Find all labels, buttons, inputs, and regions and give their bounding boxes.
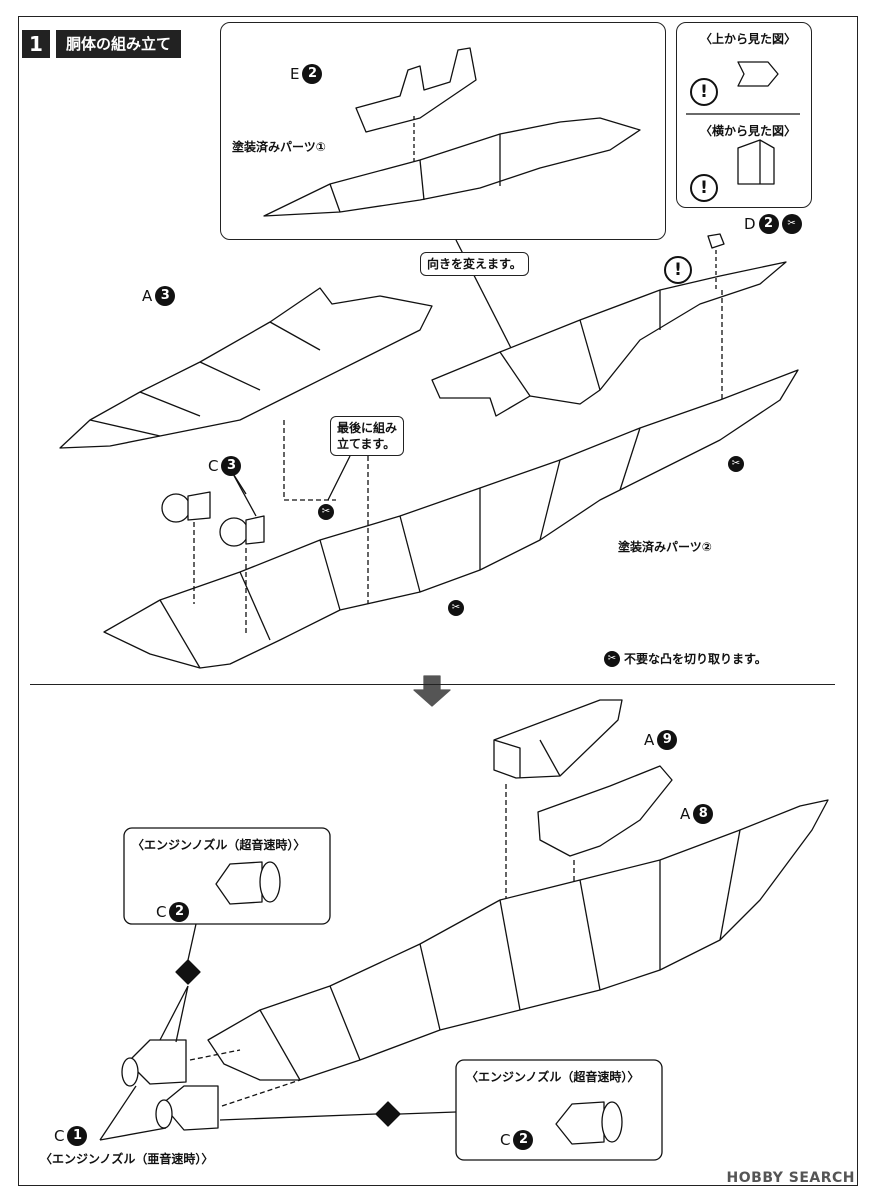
knife-icon: ✂ — [781, 214, 802, 234]
nozzle-supersonic-title-top: 〈エンジンノズル（超音速時）〉 — [132, 838, 306, 852]
part-marker-c3: C 3 — [208, 456, 242, 476]
step-number: 1 — [22, 30, 50, 58]
watermark-logo: HOBBY SEARCH — [726, 1170, 855, 1186]
part-marker-a8: A 8 — [680, 804, 714, 824]
part-number-badge: 1 — [67, 1126, 88, 1146]
nozzle-supersonic-title-bottom: 〈エンジンノズル（超音速時）〉 — [466, 1070, 640, 1084]
part-marker-c1: C 1 — [54, 1126, 88, 1146]
part-letter: E — [290, 65, 300, 83]
nozzle-subsonic-title: 〈エンジンノズル（亜音速時）〉 — [40, 1152, 214, 1166]
part-number-badge: 8 — [693, 804, 714, 824]
assemble-last-callout: 最後に組み 立てます。 — [330, 416, 405, 457]
knife-icon: ✂ — [604, 650, 620, 667]
callout-line-1: 最後に組み — [337, 421, 398, 435]
knife-icon: ✂ — [728, 456, 744, 472]
part-letter: C — [156, 903, 167, 921]
section-divider — [30, 684, 835, 685]
cut-note-text: 不要な凸を切り取ります。 — [624, 652, 767, 666]
warning-icon-side: ! — [690, 174, 718, 202]
part-number-badge: 2 — [513, 1130, 534, 1150]
part-marker-e2: E 2 — [290, 64, 323, 84]
painted-part-2-label: 塗装済みパーツ② — [618, 540, 712, 554]
part-marker-d2: D 2 ✂ — [744, 214, 802, 234]
part-letter: C — [500, 1131, 511, 1149]
view-top-title: 〈上から見た図〉 — [700, 32, 797, 46]
part-number-badge: 3 — [155, 286, 176, 306]
part-letter: A — [680, 805, 691, 823]
view-side-title: 〈横から見た図〉 — [700, 124, 797, 138]
callout-line-2: 立てます。 — [337, 437, 396, 452]
cut-note: ✂ 不要な凸を切り取ります。 — [604, 650, 767, 667]
part-marker-c2-bottom: C 2 — [500, 1130, 534, 1150]
part-number-badge: 3 — [221, 456, 242, 476]
part-letter: C — [208, 457, 219, 475]
part-number-badge: 2 — [169, 902, 190, 922]
step-title: 胴体の組み立て — [56, 30, 182, 58]
part-marker-a3: A 3 — [142, 286, 176, 306]
warning-icon-top: ! — [690, 78, 718, 106]
part-letter: A — [142, 287, 153, 305]
part-number-badge: 9 — [657, 730, 678, 750]
part-marker-c2-top: C 2 — [156, 902, 190, 922]
knife-icon: ✂ — [448, 600, 464, 616]
part-number-badge: 2 — [758, 214, 779, 234]
knife-icon: ✂ — [318, 504, 334, 520]
part-number-badge: 2 — [302, 64, 323, 84]
part-letter: C — [54, 1127, 65, 1145]
warning-icon-d2: ! — [664, 256, 692, 284]
part-marker-a9: A 9 — [644, 730, 678, 750]
part-letter: D — [744, 215, 756, 233]
painted-part-1-label: 塗装済みパーツ① — [232, 140, 326, 154]
part-letter: A — [644, 731, 655, 749]
page-border — [18, 16, 858, 1186]
change-direction-callout: 向きを変えます。 — [420, 252, 529, 277]
